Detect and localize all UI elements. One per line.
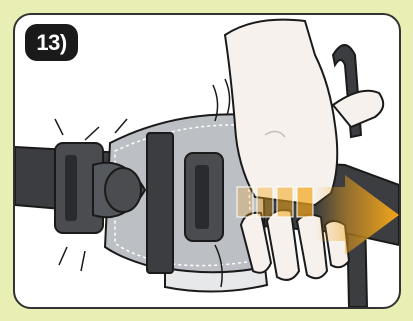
belt-keeper xyxy=(147,133,173,273)
step-number-label: 13) xyxy=(36,30,66,56)
step-number-badge: 13) xyxy=(25,24,78,61)
illustration-panel: 13) xyxy=(13,13,401,309)
